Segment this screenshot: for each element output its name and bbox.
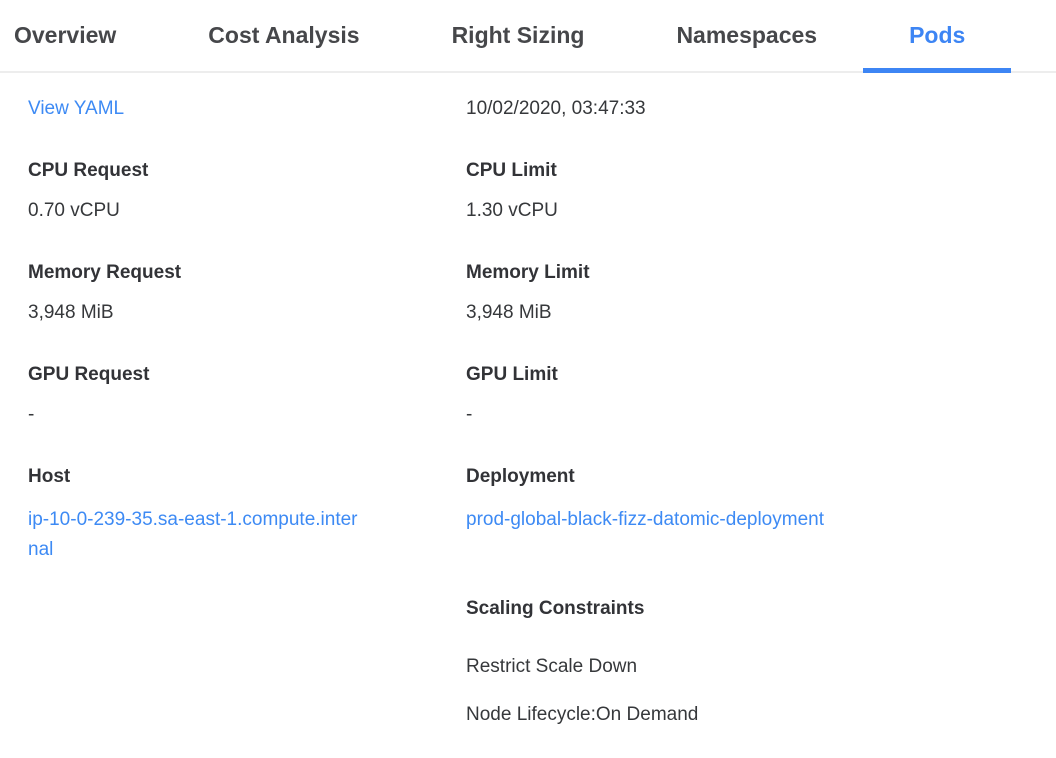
deployment-field: Deployment prod-global-black-fizz-datomi…	[466, 465, 1056, 535]
tab-overview-label: Overview	[14, 22, 117, 48]
cpu-limit-value: 1.30 vCPU	[466, 200, 558, 221]
cpu-limit-label: CPU Limit	[466, 160, 557, 181]
deployment-link[interactable]: prod-global-black-fizz-datomic-deploymen…	[466, 509, 824, 530]
gpu-request-field: GPU Request -	[28, 363, 466, 427]
memory-limit-field: Memory Limit 3,948 MiB	[466, 261, 1056, 325]
memory-limit-label: Memory Limit	[466, 262, 590, 283]
tab-right-sizing-label: Right Sizing	[451, 22, 585, 48]
gpu-limit-label: GPU Limit	[466, 364, 558, 385]
tab-namespaces[interactable]: Namespaces	[630, 0, 863, 71]
tab-bar: Overview Cost Analysis Right Sizing Name…	[0, 0, 1056, 73]
cpu-limit-field: CPU Limit 1.30 vCPU	[466, 159, 1056, 223]
gpu-request-value: -	[28, 404, 35, 425]
scaling-constraints-label: Scaling Constraints	[466, 598, 645, 619]
tab-right-sizing[interactable]: Right Sizing	[406, 0, 631, 71]
tab-namespaces-label: Namespaces	[676, 22, 818, 48]
memory-limit-value: 3,948 MiB	[466, 302, 552, 323]
tab-overview[interactable]: Overview	[0, 0, 162, 71]
host-field: Host ip-10-0-239-35.sa-east-1.compute.in…	[28, 465, 466, 565]
memory-request-value: 3,948 MiB	[28, 302, 114, 323]
cpu-request-field: CPU Request 0.70 vCPU	[28, 159, 466, 223]
tab-pods-label: Pods	[909, 22, 966, 48]
gpu-limit-field: GPU Limit -	[466, 363, 1056, 427]
host-label: Host	[28, 466, 71, 487]
tab-cost-analysis-label: Cost Analysis	[208, 22, 360, 48]
gpu-request-label: GPU Request	[28, 364, 150, 385]
pod-details-panel: View YAML 10/02/2020, 03:47:33 CPU Reque…	[0, 73, 1056, 758]
scaling-row-node-lifecycle: Node Lifecycle:On Demand	[466, 704, 699, 725]
pod-timestamp: 10/02/2020, 03:47:33	[466, 98, 646, 119]
tab-pods[interactable]: Pods	[863, 0, 1012, 73]
deployment-label: Deployment	[466, 466, 575, 487]
cpu-request-label: CPU Request	[28, 160, 149, 181]
scaling-row-restrict-scale-down: Restrict Scale Down	[466, 656, 638, 677]
cpu-request-value: 0.70 vCPU	[28, 200, 120, 221]
tab-cost-analysis[interactable]: Cost Analysis	[162, 0, 405, 71]
scaling-constraints-section: Scaling Constraints Restrict Scale Down …	[466, 597, 1056, 751]
view-yaml-link[interactable]: View YAML	[28, 98, 125, 119]
memory-request-field: Memory Request 3,948 MiB	[28, 261, 466, 325]
host-link[interactable]: ip-10-0-239-35.sa-east-1.compute.interna…	[28, 509, 358, 560]
gpu-limit-value: -	[466, 404, 473, 425]
memory-request-label: Memory Request	[28, 262, 182, 283]
